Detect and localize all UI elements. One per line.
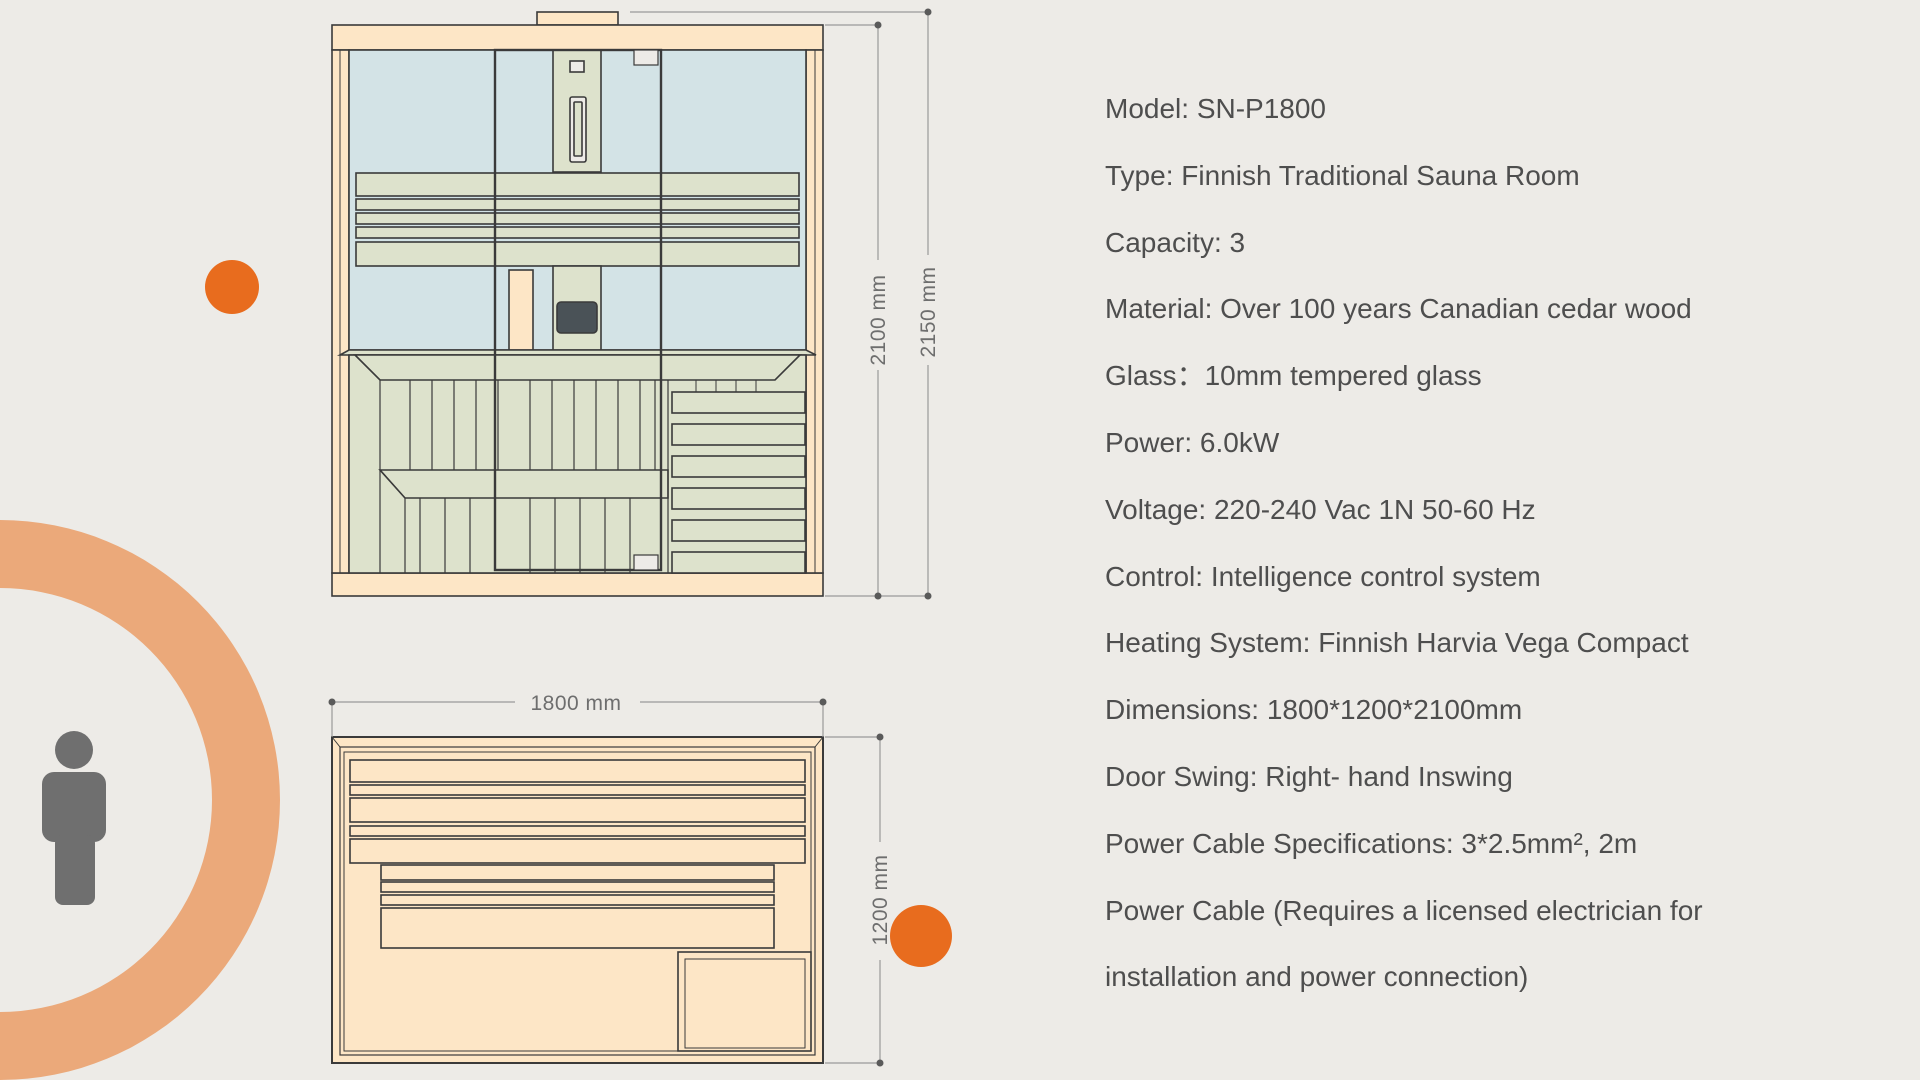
plan-view-drawing bbox=[331, 736, 824, 1064]
upper-bench-boards bbox=[379, 380, 656, 470]
lower-bench-boards bbox=[404, 498, 631, 573]
spec-list: Model: SN-P1800 Type: Finnish Traditiona… bbox=[1105, 86, 1885, 1021]
spec-power-cable: Power Cable Specifications: 3*2.5mm², 2m bbox=[1105, 827, 1638, 859]
dimension-label-height-inner: 2100 mm bbox=[867, 274, 890, 365]
dimension-label-width: 1800 mm bbox=[530, 692, 621, 715]
height-dimension-lines bbox=[630, 8, 932, 600]
spec-electrician-note-cont: installation and power connection) bbox=[1105, 961, 1529, 993]
side-slat-stack bbox=[667, 380, 806, 574]
dimension-label-height-outer: 2150 mm bbox=[917, 266, 940, 357]
person-silhouette-icon bbox=[42, 731, 106, 905]
front-elevation-drawing bbox=[331, 11, 824, 597]
spec-model: Model: SN-P1800 bbox=[1105, 93, 1327, 124]
spec-door-swing: Door Swing: Right- hand Inswing bbox=[1105, 760, 1513, 792]
spec-glass: Glass：10mm tempered glass bbox=[1105, 360, 1482, 392]
spec-voltage: Voltage: 220-240 Vac 1N 50-60 Hz bbox=[1105, 493, 1536, 525]
decorative-ring bbox=[0, 520, 280, 1080]
spec-electrician-note: Power Cable (Requires a licensed electri… bbox=[1105, 894, 1703, 926]
spec-control: Control: Intelligence control system bbox=[1105, 560, 1541, 592]
spec-type: Type: Finnish Traditional Sauna Room bbox=[1105, 159, 1580, 191]
spec-material: Material: Over 100 years Canadian cedar … bbox=[1105, 293, 1692, 325]
accent-dot-top bbox=[205, 260, 259, 314]
spec-heating-system: Heating System: Finnish Harvia Vega Comp… bbox=[1105, 627, 1689, 659]
spec-capacity: Capacity: 3 bbox=[1105, 226, 1246, 258]
plan-dimension-lines bbox=[328, 698, 884, 1067]
spec-dimensions: Dimensions: 1800*1200*2100mm bbox=[1105, 694, 1523, 726]
spec-power: Power: 6.0kW bbox=[1105, 426, 1280, 458]
accent-dot-bottom bbox=[890, 905, 952, 967]
dimension-label-depth: 1200 mm bbox=[869, 854, 892, 945]
